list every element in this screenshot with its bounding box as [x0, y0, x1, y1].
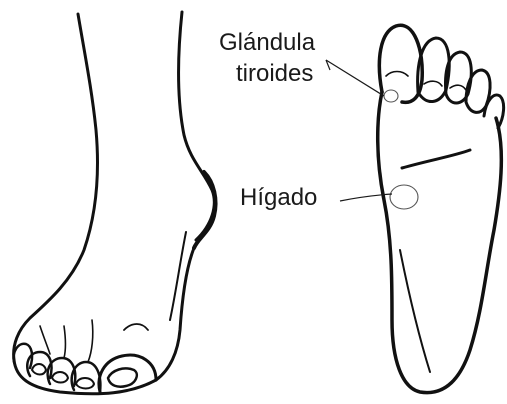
- toe-2-nail: [76, 378, 94, 389]
- ball-crease: [402, 150, 470, 168]
- big-toe-crease: [124, 324, 148, 330]
- thyroid-leader-line: [326, 60, 384, 96]
- leg-left-edge: [14, 14, 98, 360]
- toe-base-creases: [386, 72, 466, 91]
- leg-right-edge: [179, 12, 215, 240]
- right-foot-sole-illustration: [378, 25, 504, 392]
- thyroid-marker: [384, 90, 398, 102]
- tendon-line: [170, 232, 186, 320]
- left-foot-illustration: [14, 12, 216, 394]
- big-toenail: [108, 368, 137, 386]
- liver-marker: [390, 185, 418, 209]
- left-foot-toes: [14, 320, 156, 392]
- sole-big-toe: [379, 25, 422, 102]
- thyroid-label-line1: Glándula: [219, 29, 316, 56]
- thyroid-label: Glándula tiroides: [219, 29, 384, 96]
- arch-line: [400, 250, 430, 372]
- instep-line: [156, 248, 194, 380]
- toe-4-nail: [32, 364, 46, 375]
- liver-label: Hígado: [240, 184, 392, 211]
- thyroid-label-line2: tiroides: [236, 60, 313, 87]
- sole-outline: [378, 92, 502, 393]
- liver-label-text: Hígado: [240, 184, 317, 211]
- toe-3-nail: [52, 372, 68, 383]
